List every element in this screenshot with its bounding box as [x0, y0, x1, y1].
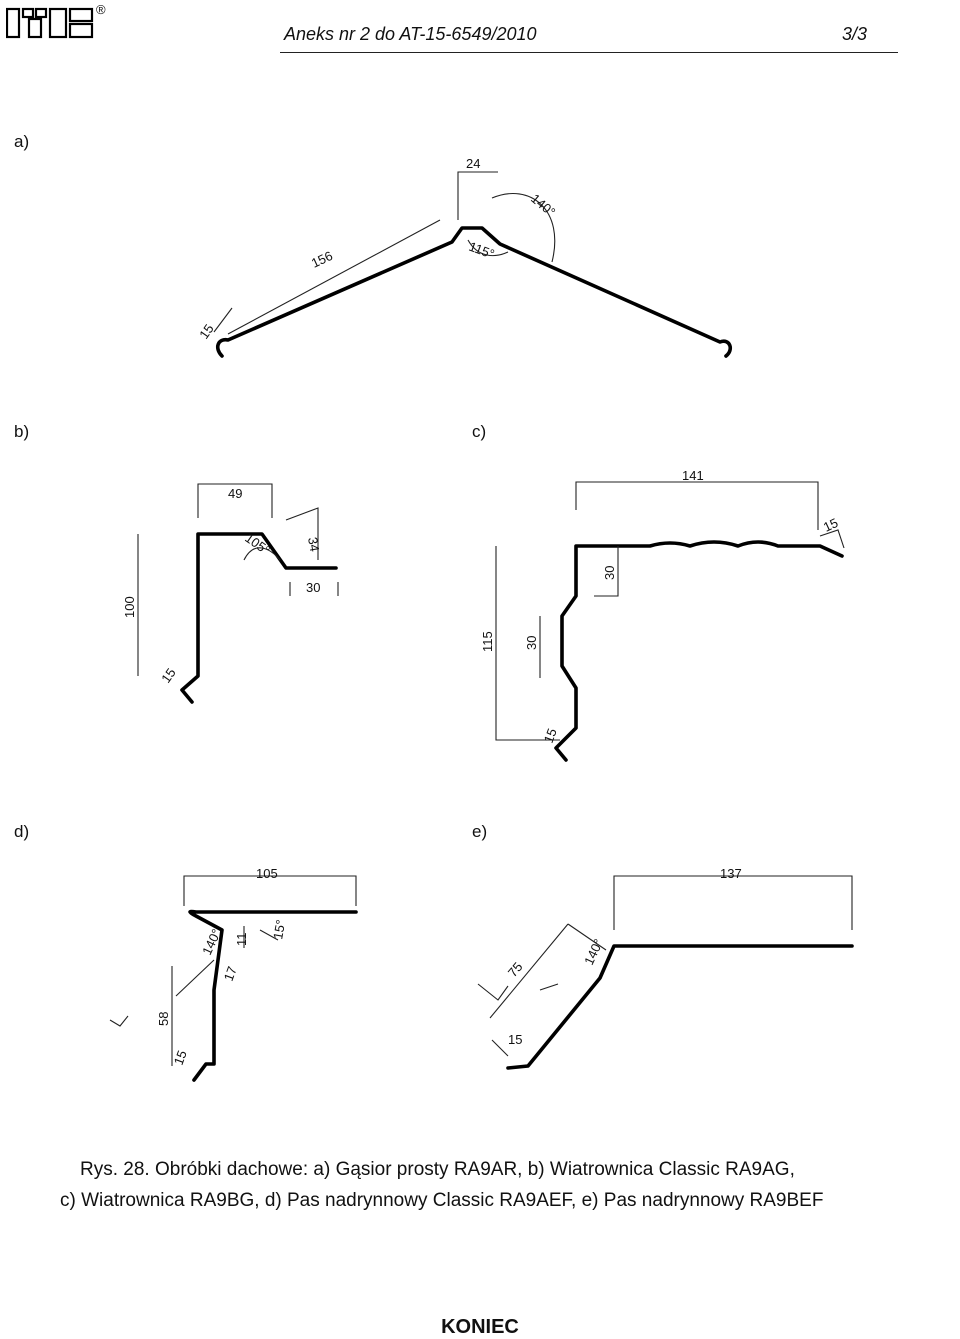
registered-mark: ® [96, 2, 106, 17]
dim-e-140deg: 140° [581, 937, 606, 968]
dim-d-11: 11 [234, 933, 249, 947]
drawing-ridge-cap: 24 140° 156 115° 15 [196, 156, 733, 358]
figure-label-a: a) [14, 132, 30, 151]
dim-b-100: 100 [122, 596, 137, 618]
dim-c-115: 115 [480, 631, 495, 652]
dim-a-140deg: 140° [528, 191, 558, 220]
figure-label-c: c) [472, 422, 487, 441]
page-number: 3/3 [842, 24, 868, 44]
dim-b-49: 49 [228, 486, 242, 501]
dim-c-30-lower: 30 [524, 636, 539, 650]
dim-c-141: 141 [682, 468, 704, 483]
dim-b-30: 30 [306, 580, 320, 595]
drawing-eaves-strip: 137 140° 75 15 [477, 866, 854, 1070]
itb-logo [6, 7, 94, 39]
dim-a-24: 24 [466, 156, 480, 171]
dim-d-15: 15 [171, 1048, 190, 1067]
caption-line-1: Rys. 28. Obróbki dachowe: a) Gąsior pros… [80, 1159, 795, 1180]
dim-c-15-bottom: 15 [541, 726, 560, 745]
dim-b-105deg: 105° [242, 530, 273, 558]
dim-c-30-upper: 30 [602, 566, 617, 580]
header-rule [280, 52, 898, 53]
end-marker: KONIEC [441, 1316, 519, 1338]
dim-b-34: 34 [305, 536, 322, 553]
figure-label-d: d) [14, 822, 30, 841]
dim-a-15: 15 [196, 321, 217, 341]
drawing-verge-classic: 49 105° 34 30 100 15 [122, 483, 339, 704]
document-title: Aneks nr 2 do AT-15-6549/2010 [284, 24, 537, 44]
dim-c-15-top: 15 [821, 515, 840, 535]
caption-line-2: c) Wiatrownica RA9BG, d) Pas nadrynnowy … [60, 1190, 824, 1211]
dim-d-17: 17 [221, 964, 240, 983]
dim-e-15: 15 [508, 1032, 522, 1047]
dim-d-15deg: 15° [270, 919, 288, 941]
dim-a-115deg: 115° [467, 239, 497, 262]
dim-e-137: 137 [720, 866, 742, 881]
page-header: ® Aneks nr 2 do AT-15-6549/2010 3/3 [0, 0, 960, 60]
figure-label-e: e) [472, 822, 488, 841]
figure-label-b: b) [14, 422, 30, 441]
drawing-eaves-strip-classic: 105 140° 11 15° 17 58 15 [109, 866, 358, 1082]
figure-caption: Rys. 28. Obróbki dachowe: a) Gąsior pros… [60, 1154, 910, 1216]
dim-d-58: 58 [156, 1012, 171, 1026]
dim-a-156: 156 [309, 248, 335, 271]
dim-b-15: 15 [158, 665, 179, 685]
dim-e-75: 75 [505, 959, 526, 980]
dim-d-105: 105 [256, 866, 278, 881]
drawing-verge: 141 15 30 115 30 15 [480, 468, 845, 762]
